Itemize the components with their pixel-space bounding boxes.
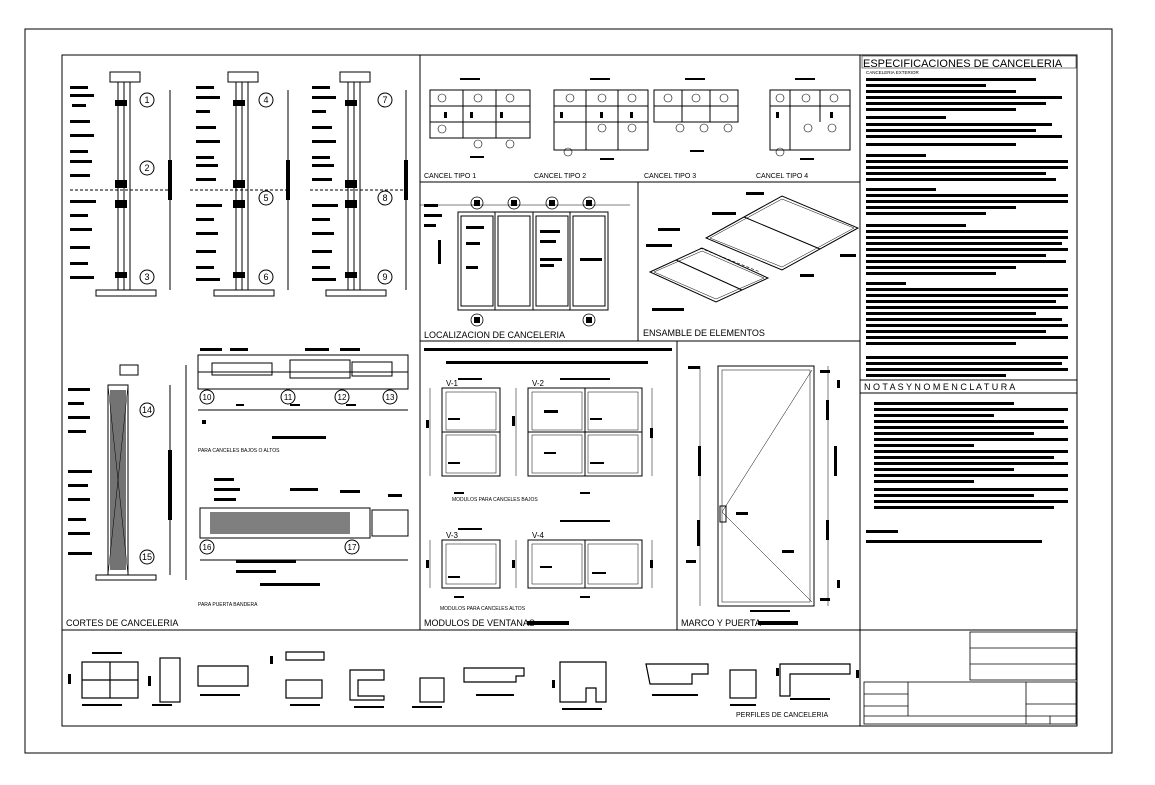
window-label-v2: V-2 xyxy=(532,379,545,388)
door-section-detail: 14 15 xyxy=(68,364,187,581)
section-number-9: 9 xyxy=(382,272,387,282)
panel-title-localizacion: LOCALIZACION DE CANCELERIA xyxy=(424,330,565,340)
section-number-6: 6 xyxy=(263,272,268,282)
title-block xyxy=(863,631,1077,725)
vertical-sections: 1 2 3 4 5 6 7 8 9 xyxy=(70,71,408,297)
panel-title-cortes: CORTES DE CANCELERIA xyxy=(66,618,178,628)
door-elevation: MARCO Y PUERTA xyxy=(681,365,840,628)
section-number-8: 8 xyxy=(382,193,387,203)
window-modules: V-1 V-2 V-3 V-4 MODULOS PARA CANCELES BA… xyxy=(424,348,672,628)
note-bajos-altos: PARA CANCELES BAJOS O ALTOS xyxy=(198,448,280,454)
note-modulos-bajos: MODULOS PARA CANCELES BAJOS xyxy=(452,497,538,503)
section-number-7: 7 xyxy=(382,95,387,105)
specifications-panel: ESPECIFICACIONES DE CANCELERIA CANCELERI… xyxy=(861,55,1077,543)
panel-title-marco: MARCO Y PUERTA xyxy=(681,618,761,628)
inner-frame xyxy=(61,54,1078,727)
panel-title-ventanas: MODULOS DE VENTANAS xyxy=(424,618,535,628)
outer-border xyxy=(24,28,1113,754)
notes-title: N O T A S Y N O M E N C L A T U R A xyxy=(864,382,1015,392)
section-number-10: 10 xyxy=(203,393,212,402)
section-number-16: 16 xyxy=(203,543,212,552)
note-puerta-bandera: PARA PUERTA BANDERA xyxy=(198,602,258,608)
section-number-13: 13 xyxy=(386,393,395,402)
cancel-types: CANCEL TIPO 1 CANCEL TIPO 2 CANCEL TIPO … xyxy=(424,78,851,180)
section-number-5: 5 xyxy=(263,193,268,203)
note-modulos-altos: MODULOS PARA CANCELES ALTOS xyxy=(440,606,526,612)
section-number-14: 14 xyxy=(142,405,152,415)
section-number-4: 4 xyxy=(263,95,268,105)
section-number-11: 11 xyxy=(284,393,293,402)
cancel-tipo-2-label: CANCEL TIPO 2 xyxy=(534,173,586,180)
profiles-strip: PERFILES DE CANCELERIA xyxy=(68,651,859,719)
section-number-2: 2 xyxy=(144,163,149,173)
localizacion-plan: LOCALIZACION DE CANCELERIA xyxy=(420,196,630,340)
panel-title-ensamble: ENSAMBLE DE ELEMENTOS xyxy=(643,328,765,338)
section-number-1: 1 xyxy=(144,95,149,105)
cancel-tipo-1-label: CANCEL TIPO 1 xyxy=(424,173,476,180)
section-number-3: 3 xyxy=(144,272,149,282)
panel-title-perfiles: PERFILES DE CANCELERIA xyxy=(736,712,829,719)
cancel-tipo-3-label: CANCEL TIPO 3 xyxy=(644,173,696,180)
window-label-v4: V-4 xyxy=(532,531,545,540)
specs-title: ESPECIFICACIONES DE CANCELERIA xyxy=(863,58,1063,70)
cancel-tipo-4-label: CANCEL TIPO 4 xyxy=(756,173,808,180)
horizontal-section-upper: 10 11 12 13 PARA CANCELES BAJOS O ALTOS xyxy=(197,348,409,454)
window-label-v3: V-3 xyxy=(446,531,459,540)
section-number-15: 15 xyxy=(142,552,152,562)
section-number-12: 12 xyxy=(338,393,347,402)
window-label-v1: V-1 xyxy=(446,379,459,388)
specs-subtitle: CANCELERIA EXTERIOR xyxy=(866,70,920,75)
horizontal-section-lower: 16 17 PARA PUERTA BANDERA xyxy=(198,478,409,608)
ensamble-isometric: ENSAMBLE DE ELEMENTOS xyxy=(643,192,860,338)
section-number-17: 17 xyxy=(348,543,357,552)
frame-dividers xyxy=(62,55,1077,726)
